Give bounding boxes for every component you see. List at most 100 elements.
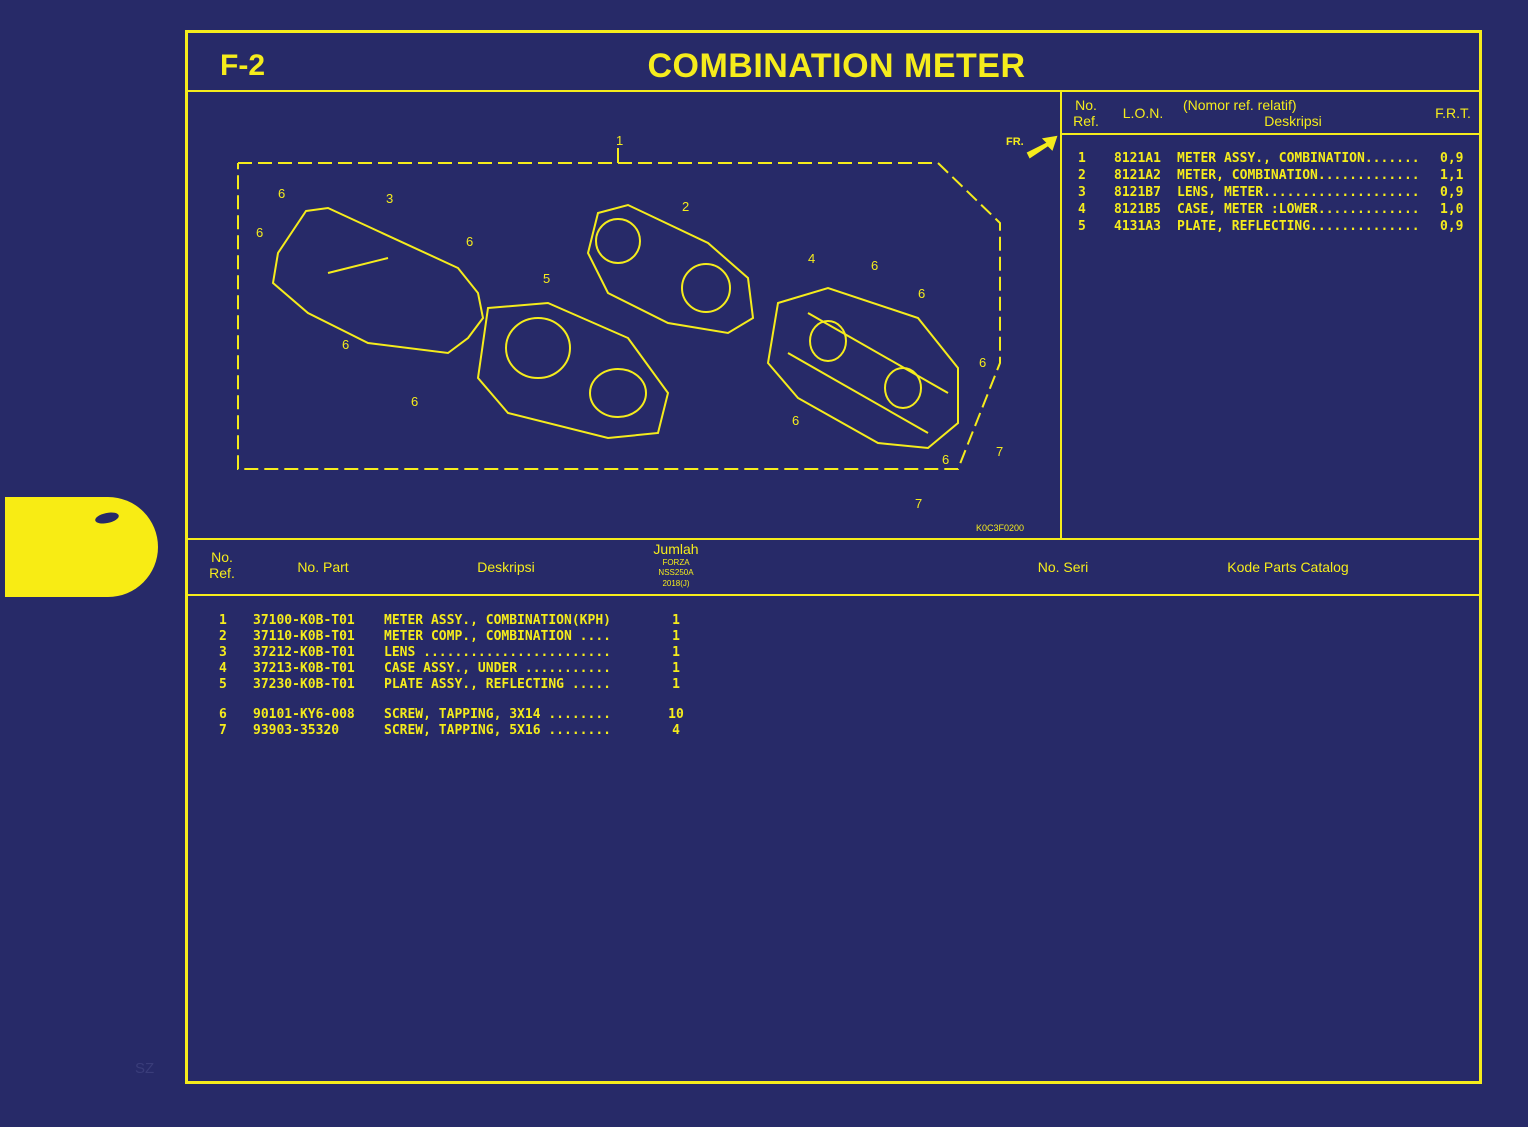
parts-row-part: 93903-35320: [253, 723, 340, 738]
labor-row-lon: 8121B5: [1114, 202, 1161, 217]
parts-row-qty: 1: [672, 661, 680, 676]
plate-ring-1: [505, 317, 571, 379]
labor-row-frt: 1,0: [1440, 202, 1464, 217]
labor-row-desc: CASE, METER :LOWER.............: [1177, 202, 1420, 217]
parts-row-desc: CASE ASSY., UNDER ...........: [384, 661, 611, 676]
callout-6g: 6: [918, 286, 925, 301]
labor-header-nomor-ref: (Nomor ref. relatif): [1183, 97, 1297, 113]
chapter-tab: [5, 497, 158, 597]
meter-dial-2: [681, 263, 731, 313]
lens-detail: [327, 257, 389, 274]
plate-ring-2: [589, 368, 647, 418]
parts-header-model-1: FORZA: [662, 558, 690, 567]
front-label: FR.: [1006, 136, 1024, 148]
callout-6f: 6: [871, 258, 878, 273]
parts-row-part: 37100-K0B-T01: [253, 613, 355, 628]
parts-row-ref: 1: [219, 613, 227, 628]
labor-row-desc: LENS, METER....................: [1177, 185, 1420, 200]
parts-row-desc: PLATE ASSY., REFLECTING .....: [384, 677, 611, 692]
labor-header-frt: F.R.T.: [1435, 105, 1471, 121]
meter-dial-1: [595, 218, 641, 264]
parts-header-top: [188, 538, 1479, 540]
meter-shape: [586, 203, 755, 335]
title-divider: [188, 90, 1479, 92]
parts-header-model-2: NSS250A: [658, 568, 694, 577]
parts-row-qty: 1: [672, 613, 680, 628]
lens-shape: [271, 206, 485, 355]
callout-6b: 6: [256, 225, 263, 240]
parts-row-part: 37230-K0B-T01: [253, 677, 355, 692]
labor-row-ref: 1: [1078, 151, 1086, 166]
parts-header-bottom: [188, 594, 1479, 596]
diagram-code: K0C3F0200: [976, 523, 1024, 533]
labor-header-no-ref: No. Ref.: [1073, 97, 1099, 129]
parts-row-part: 37110-K0B-T01: [253, 629, 355, 644]
parts-row-ref: 6: [219, 707, 227, 722]
callout-2: 2: [682, 199, 689, 214]
labor-row-desc: METER ASSY., COMBINATION.......: [1177, 151, 1420, 166]
case-rib-2: [787, 352, 929, 434]
callout-6j: 6: [942, 452, 949, 467]
parts-row-ref: 3: [219, 645, 227, 660]
parts-row-part: 37213-K0B-T01: [253, 661, 355, 676]
labor-row-lon: 8121B7: [1114, 185, 1161, 200]
labor-row-frt: 0,9: [1440, 151, 1464, 166]
parts-header-no-seri: No. Seri: [1037, 559, 1089, 575]
labor-row-ref: 5: [1078, 219, 1086, 234]
callout-6a: 6: [278, 186, 285, 201]
parts-row-ref: 2: [219, 629, 227, 644]
case-rib-1: [807, 312, 949, 394]
callout-6i: 6: [792, 413, 799, 428]
plate-shape: [476, 301, 670, 440]
labor-row-desc: METER, COMBINATION.............: [1177, 168, 1420, 183]
callout-7a: 7: [996, 444, 1003, 459]
parts-row-part: 90101-KY6-008: [253, 707, 355, 722]
parts-row-desc: LENS ........................: [384, 645, 611, 660]
labor-row-frt: 0,9: [1440, 185, 1464, 200]
exploded-diagram: 1 2 3 4 5 6 6 6 6 6 6 6 6 6 6 7 7 FR. K0…: [237, 133, 1058, 533]
parts-header-model-3: 2018(J): [662, 579, 690, 588]
tab-hole: [94, 510, 120, 526]
labor-row-ref: 2: [1078, 168, 1086, 183]
parts-header-no-part: No. Part: [297, 559, 349, 575]
callout-1: 1: [616, 133, 623, 148]
labor-header-deskripsi: Deskripsi: [1264, 113, 1322, 129]
labor-row-ref: 4: [1078, 202, 1086, 217]
callout-3: 3: [386, 191, 393, 206]
labor-row-desc: PLATE, REFLECTING..............: [1177, 219, 1420, 234]
parts-row-part: 37212-K0B-T01: [253, 645, 355, 660]
parts-row-desc: SCREW, TAPPING, 5X16 ........: [384, 723, 611, 738]
callout-6e: 6: [411, 394, 418, 409]
parts-row-desc: METER ASSY., COMBINATION(KPH): [384, 613, 611, 628]
page-number: SZ: [135, 1060, 155, 1077]
parts-header-jumlah: Jumlah: [653, 541, 699, 557]
parts-header-kode: Kode Parts Catalog: [1227, 559, 1349, 575]
diagram-divider: [1060, 90, 1062, 539]
callout-7b: 7: [915, 496, 922, 511]
front-arrow: [1026, 135, 1058, 159]
parts-row-qty: 4: [672, 723, 680, 738]
section-code: F-2: [220, 49, 265, 82]
case-ring-1: [809, 320, 847, 362]
page-title: COMBINATION METER: [647, 47, 1026, 85]
parts-row-qty: 1: [672, 629, 680, 644]
parts-row-desc: SCREW, TAPPING, 3X14 ........: [384, 707, 611, 722]
parts-row-qty: 10: [668, 707, 684, 722]
parts-row-ref: 5: [219, 677, 227, 692]
labor-row-frt: 0,9: [1440, 219, 1464, 234]
labor-row-lon: 8121A2: [1114, 168, 1161, 183]
labor-row-frt: 1,1: [1440, 168, 1464, 183]
callout-4: 4: [808, 251, 815, 266]
parts-row-ref: 7: [219, 723, 227, 738]
labor-row-lon: 4131A3: [1114, 219, 1161, 234]
case-shape: [766, 286, 959, 450]
parts-row-qty: 1: [672, 677, 680, 692]
parts-row-qty: 1: [672, 645, 680, 660]
parts-row-ref: 4: [219, 661, 227, 676]
labor-row-ref: 3: [1078, 185, 1086, 200]
callout-6c: 6: [466, 234, 473, 249]
labor-header-divider: [1062, 133, 1479, 135]
labor-row-lon: 8121A1: [1114, 151, 1161, 166]
labor-header-lon: L.O.N.: [1122, 105, 1164, 121]
parts-header-no-ref: No. Ref.: [209, 549, 235, 581]
